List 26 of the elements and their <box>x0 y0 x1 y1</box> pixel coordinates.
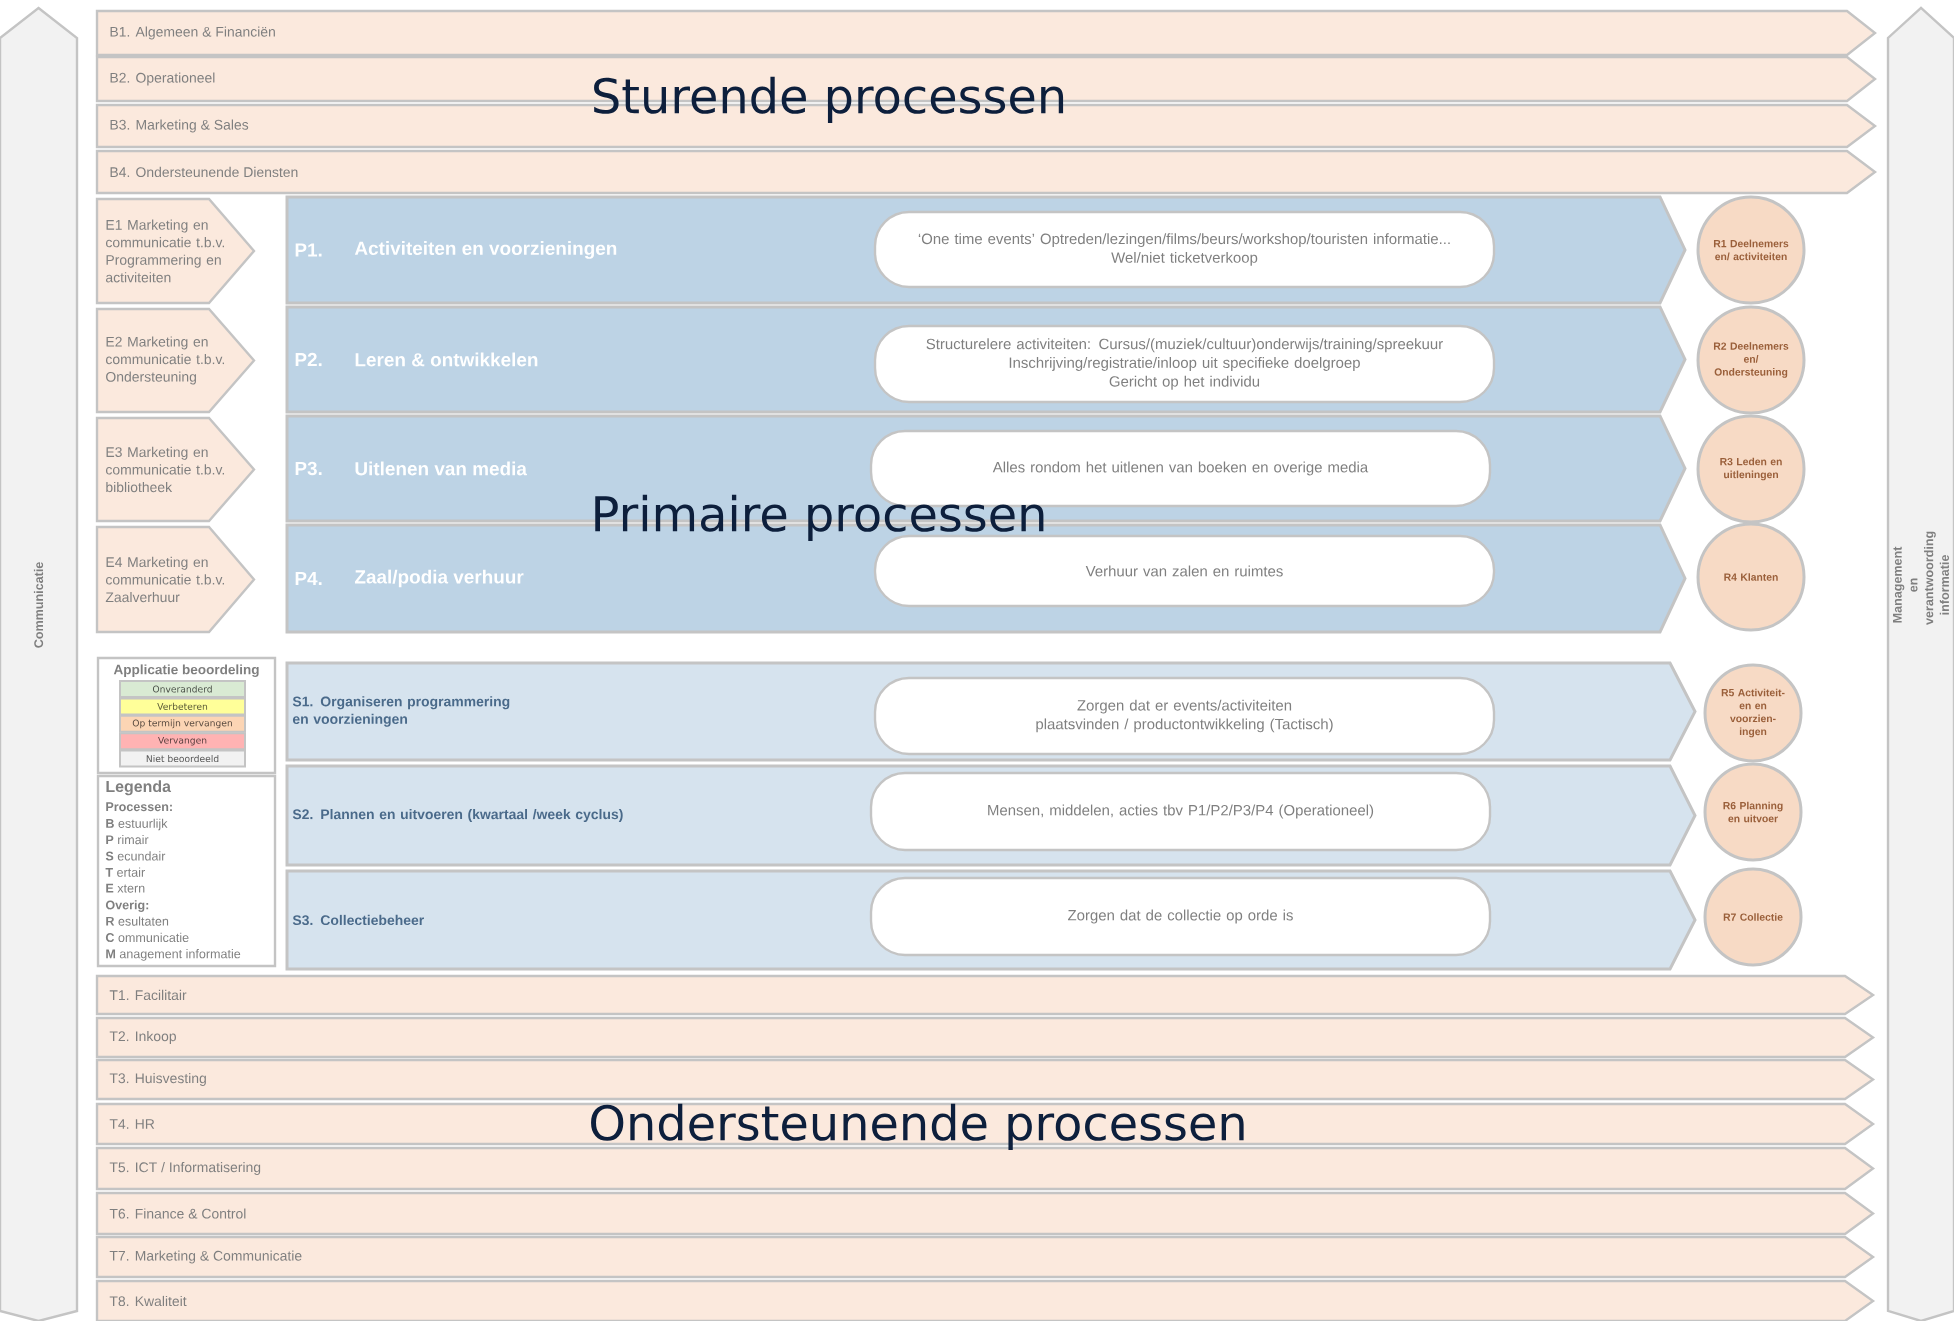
side-band: Management en verantwoording informatie <box>1886 6 1954 1321</box>
legend-box: Legenda Processen: B estuurlijk P rimair S ecundair T ertair E xtern Overig: R esultaten C ommunicatie M anagement informatie <box>96 774 277 968</box>
pentagon-box: E3 Marketing en communicatie t.b.v. bibliotheek <box>95 416 256 523</box>
side-band: Communicatie <box>0 6 79 1321</box>
legend-item: Verbeteren <box>119 697 246 716</box>
rounded-box: Verhuur van zalen en ruimtes <box>873 534 1496 608</box>
process-band: T1. Facilitair <box>95 974 1876 1016</box>
pentagon-box: E1 Marketing en communicatie t.b.v. Programmering en activiteiten <box>95 197 256 305</box>
process-band: T3. Huisvesting <box>95 1058 1876 1101</box>
rounded-box: Zorgen dat de collectie op orde is <box>869 876 1492 957</box>
rounded-box: Zorgen dat er events/activiteiten plaatsvinden / productontwikkeling (Tactisch) <box>873 676 1496 756</box>
legend-item: Onveranderd <box>119 680 246 698</box>
process-band: T7. Marketing & Communicatie <box>95 1235 1876 1279</box>
pentagon-box: E4 Marketing en communicatie t.b.v. Zaalverhuur <box>95 525 256 634</box>
legend-item: Vervangen <box>119 732 246 751</box>
process-band: T2. Inkoop <box>95 1016 1876 1059</box>
process-band: T6. Finance & Control <box>95 1191 1876 1236</box>
legend-item: Niet beoordeeld <box>119 749 246 768</box>
process-band: T8. Kwaliteit <box>95 1279 1876 1321</box>
process-band: B4. Ondersteunende Diensten <box>95 149 1877 195</box>
process-band: B1. Algemeen & Financiën <box>95 9 1877 57</box>
pentagon-box: E2 Marketing en communicatie t.b.v. Ondersteuning <box>95 307 256 414</box>
rounded-box: ‘One time events’ Optreden/lezingen/films/beurs/workshop/touristen informatie... Wel/niet ticketverkoop <box>873 210 1496 289</box>
rounded-box: Mensen, middelen, acties tbv P1/P2/P3/P4 (Operationeel) <box>869 771 1492 852</box>
rounded-box: Structurelere activiteiten: Cursus/(muziek/cultuur)onderwijs/training/spreekuur Inschrijving/registratie/inloop uit specifieke doelgroep Gericht op het individu <box>873 324 1496 404</box>
legend-item: Op termijn vervangen <box>119 714 246 733</box>
